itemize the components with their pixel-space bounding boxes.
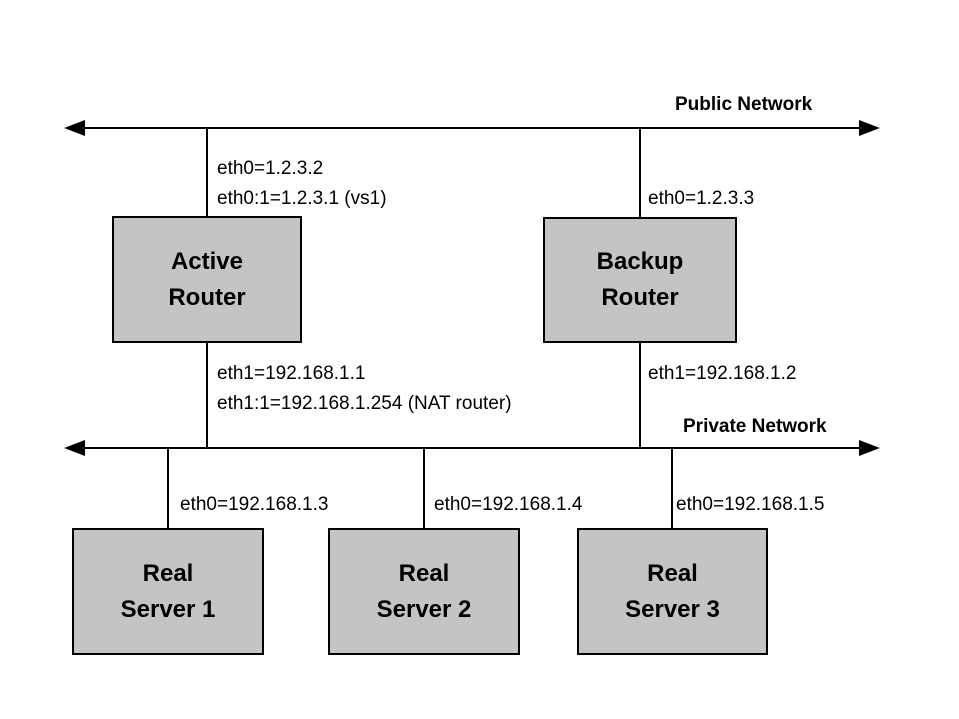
real-server-3-node: Real Server 3 — [577, 528, 768, 655]
public-network-arrow-right-icon — [859, 120, 880, 136]
real-server-1-name-line1: Real — [142, 559, 194, 587]
active-router-name-line1: Active — [170, 247, 244, 275]
active-router-name-line2: Router — [168, 283, 246, 311]
link-real-server-3-private — [671, 449, 673, 528]
link-real-server-1-private — [167, 449, 169, 528]
real-server-3-name-line1: Real — [647, 559, 698, 587]
real-server-3-eth0-label: eth0=192.168.1.5 — [676, 494, 825, 515]
backup-router-name-line1: Backup — [596, 248, 684, 275]
link-real-server-2-private — [423, 449, 425, 528]
link-active-router-private — [206, 343, 208, 448]
backup-router-name-line2: Router — [601, 284, 679, 311]
real-server-2-name-line1: Real — [398, 559, 450, 587]
real-server-3-name-line2: Server 3 — [625, 595, 720, 623]
backup-router-eth1-label: eth1=192.168.1.2 — [648, 363, 797, 384]
private-network-label: Private Network — [683, 416, 827, 437]
public-network-label: Public Network — [675, 94, 813, 115]
private-network-line — [78, 447, 865, 449]
backup-router-eth0-label: eth0=1.2.3.3 — [648, 188, 755, 209]
private-network-arrow-right-icon — [859, 440, 880, 456]
real-server-2-name-line2: Server 2 — [376, 595, 472, 623]
real-server-1-name-line2: Server 1 — [120, 595, 216, 623]
link-active-router-public — [206, 128, 208, 217]
backup-router-node: Backup Router — [543, 217, 737, 343]
active-router-eth1-alias-label: eth1:1=192.168.1.254 (NAT router) — [217, 393, 512, 414]
link-backup-router-public — [639, 128, 641, 218]
active-router-node: Active Router — [112, 216, 302, 343]
public-network-line — [78, 127, 865, 129]
real-server-2-node: Real Server 2 — [328, 528, 520, 655]
real-server-2-eth0-label: eth0=192.168.1.4 — [434, 494, 583, 515]
private-network-arrow-left-icon — [64, 440, 85, 456]
active-router-eth0-alias-label: eth0:1=1.2.3.1 (vs1) — [217, 188, 387, 209]
real-server-1-node: Real Server 1 — [72, 528, 264, 655]
real-server-1-eth0-label: eth0=192.168.1.3 — [180, 494, 329, 515]
public-network-arrow-left-icon — [64, 120, 85, 136]
active-router-eth0-label: eth0=1.2.3.2 — [217, 158, 324, 179]
link-backup-router-private — [639, 343, 641, 448]
active-router-eth1-label: eth1=192.168.1.1 — [217, 363, 366, 384]
